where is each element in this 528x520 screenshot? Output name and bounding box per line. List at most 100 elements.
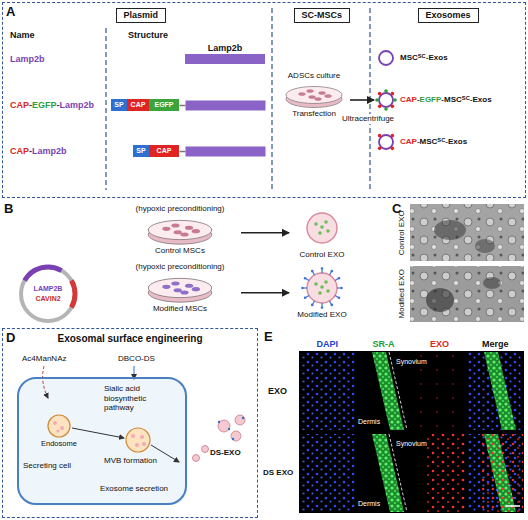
panel-heading: Exosomal surface engineering: [58, 333, 203, 345]
cell-body: [242, 417, 244, 419]
tem-image: [410, 204, 524, 261]
cap-peptide: CAP: [127, 99, 149, 111]
exosome-label: CAP-EGFP-MSCSC-Exos: [400, 95, 492, 105]
culture-dish-drawing: [185, 283, 193, 287]
cap-peptide: CAP: [149, 145, 179, 157]
micrograph-panel: [300, 352, 355, 430]
culture-dish-drawing: [180, 232, 188, 236]
signal-peptide: SP: [133, 145, 149, 157]
exosome: CAP-MSCSC-Exos: [375, 131, 467, 153]
signal-peptide: SP: [111, 99, 127, 111]
header-text: Exosomes: [426, 10, 471, 21]
column-title: Name: [10, 30, 35, 41]
culture-dish-drawing: [171, 223, 179, 227]
egfp-domain: EGFP: [149, 99, 179, 111]
panel-letter: D: [6, 330, 15, 346]
exosome-drawing: [391, 134, 395, 138]
exosome-drawing: [337, 287, 341, 288]
exosome-drawing: [314, 282, 318, 286]
column-divider: [369, 8, 370, 190]
row-label: DS EXO: [263, 468, 293, 478]
text-part: -: [417, 137, 420, 146]
exosome-drawing: [307, 213, 337, 243]
exosome-drawing: [379, 93, 393, 107]
culture-dish-drawing: [148, 220, 211, 239]
culture-dish: (hypoxic preconditioning)Control MSCs: [120, 204, 240, 255]
process-label: MVB formation: [104, 456, 157, 466]
row-label: EXO: [268, 386, 287, 397]
cell-body: [131, 434, 135, 438]
culture-dish-drawing: [318, 91, 325, 95]
channel-header: DAPI: [317, 339, 339, 350]
text-part: SC: [418, 53, 426, 59]
exosome-drawing: [314, 222, 318, 226]
endosome-drawing: [46, 413, 72, 439]
culture-dish-drawing: [148, 278, 211, 297]
text-part: -: [417, 95, 420, 104]
plasmid-ring: [16, 262, 80, 326]
exosome-drawing: [321, 267, 324, 270]
channel-header: SR-A: [373, 339, 395, 350]
tissue-label: Synovium: [396, 358, 427, 366]
culture-dish-drawing: [174, 230, 182, 234]
exosome-drawing: [313, 272, 315, 275]
plasmid-ring: [21, 267, 75, 321]
culture-dish: (hypoxic preconditioning)Modified MSCs: [120, 262, 240, 313]
tem-image: [483, 277, 501, 289]
exosome-drawing: [330, 304, 333, 307]
exosome-drawing: [378, 105, 382, 109]
exosome-drawing: [379, 51, 393, 65]
step-label: (hypoxic preconditioning): [136, 204, 225, 214]
exosome-drawing: [375, 89, 397, 111]
tissue-label: Dermis: [358, 500, 380, 508]
exosome-drawing: [301, 287, 304, 290]
text-part: MSC: [400, 53, 418, 62]
segment-label: CAP: [131, 99, 146, 111]
plasmid-ring: [25, 267, 62, 281]
tem-image: [410, 266, 524, 322]
exosome-drawing: [378, 147, 382, 151]
exosome-drawing: [321, 306, 324, 309]
cell-body: [232, 438, 234, 440]
text-part: -: [441, 95, 444, 104]
exosome-drawing: [391, 92, 395, 96]
text-part: EGFP: [32, 100, 57, 110]
exosome-drawing: [393, 98, 397, 102]
process-label: Sialic acid biosynthetic pathway: [104, 384, 176, 413]
panel-letter: E: [264, 329, 273, 345]
channel-header: EXO: [430, 339, 449, 350]
endosome-label: Endosome: [41, 439, 77, 448]
exosome-drawing: [378, 134, 382, 138]
text-part: EGFP: [420, 95, 442, 104]
lamp2b-bar: [186, 101, 266, 111]
exosome-drawing: [320, 225, 324, 229]
flow-arrow: [241, 292, 289, 294]
product-label: DS-EXO: [210, 448, 241, 458]
header-text: Plasmid: [124, 10, 159, 21]
column-title: Structure: [128, 30, 168, 41]
exosome-drawing: [320, 285, 324, 289]
exosome-drawing: [335, 279, 338, 281]
step-label: ADSCs culture: [288, 71, 340, 81]
culture-dish-drawing: [162, 226, 170, 230]
flow-arrow: [241, 232, 289, 234]
column-divider: [106, 8, 370, 190]
culture-dish-drawing: [286, 86, 342, 103]
micrograph-panel: [468, 352, 523, 430]
text-part: -: [29, 146, 32, 156]
text-part: -: [426, 53, 429, 62]
step-label: (hypoxic preconditioning): [136, 262, 225, 272]
exosome-drawing: [311, 270, 314, 273]
segment-label: SP: [136, 145, 145, 157]
reagent-label: DBCO-DS: [118, 354, 155, 364]
culture-dish-drawing: [146, 272, 214, 304]
lamp2b-bar: [180, 101, 266, 157]
text-part: CAP: [10, 146, 29, 156]
construct-name: CAP-EGFP-Lamp2b: [10, 100, 94, 111]
cell-body: [140, 435, 144, 439]
culture-dish-drawing: [171, 281, 179, 285]
culture-dish-drawing: [298, 92, 305, 96]
exosome-drawing: [338, 296, 341, 299]
culture-dish-drawing: [308, 95, 315, 99]
